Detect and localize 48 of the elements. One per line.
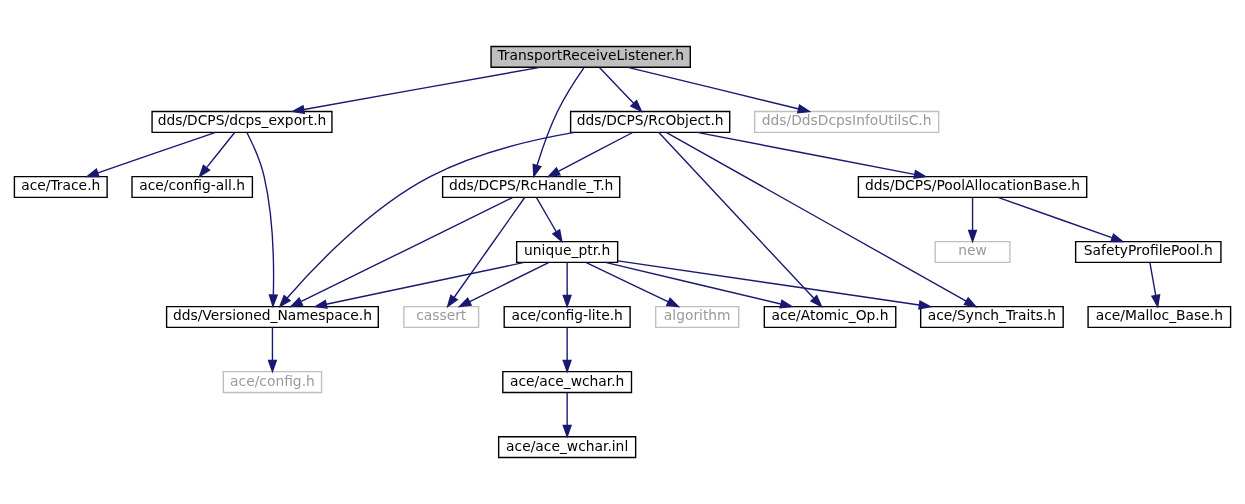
arrow bbox=[457, 261, 550, 308]
arrow bbox=[85, 131, 217, 178]
arrow bbox=[585, 261, 681, 308]
node-box: ace/Synch_Traits.h bbox=[919, 305, 1064, 329]
arrow bbox=[532, 66, 585, 179]
arrow bbox=[278, 131, 576, 309]
node-box: dds/DCPS/dcps_export.h bbox=[151, 110, 333, 133]
arrow bbox=[665, 131, 978, 308]
node-box: ace/config-lite.h bbox=[503, 305, 631, 329]
arrow bbox=[1149, 261, 1161, 309]
arrow bbox=[562, 326, 572, 374]
arrow bbox=[598, 66, 643, 113]
arrow bbox=[446, 196, 526, 309]
arrow bbox=[617, 260, 933, 310]
node-box: unique_ptr.h bbox=[515, 240, 619, 264]
node-box: dds/DdsDcpsInfoUtilsC.h bbox=[753, 110, 940, 133]
node-box: algorithm bbox=[655, 305, 740, 329]
node-box: dds/DCPS/PoolAllocationBase.h bbox=[857, 175, 1088, 199]
arrow bbox=[696, 131, 928, 180]
arrow bbox=[267, 326, 278, 374]
node-box: cassert bbox=[403, 305, 480, 329]
arrow bbox=[658, 131, 823, 308]
arrow bbox=[562, 391, 572, 439]
node-box: SafetyProfilePool.h bbox=[1074, 240, 1222, 264]
node-box: new bbox=[934, 240, 1011, 264]
arrow bbox=[604, 261, 794, 309]
arrow bbox=[290, 66, 541, 115]
node-box: ace/Trace.h bbox=[13, 175, 108, 199]
node-box: ace/Atomic_Op.h bbox=[763, 305, 897, 329]
node-box: ace/Malloc_Base.h bbox=[1087, 305, 1232, 329]
node-box: TransportReceiveListener.h bbox=[490, 45, 691, 68]
arrow bbox=[627, 66, 812, 114]
arrow bbox=[535, 196, 563, 244]
node-box: ace/ace_wchar.inl bbox=[498, 436, 637, 459]
arrow bbox=[562, 261, 572, 309]
node-box: dds/DCPS/RcHandle_T.h bbox=[441, 175, 621, 199]
arrow bbox=[246, 131, 279, 309]
arrow bbox=[997, 196, 1125, 243]
node-box: ace/config.h bbox=[222, 371, 323, 394]
arrow bbox=[546, 131, 634, 178]
arrow bbox=[313, 261, 525, 309]
arrow bbox=[967, 196, 978, 244]
node-box: dds/DCPS/RcObject.h bbox=[569, 110, 731, 133]
arrow bbox=[198, 131, 236, 178]
node-box: dds/Versioned_Namespace.h bbox=[165, 305, 379, 329]
arrow bbox=[289, 196, 514, 308]
node-box: ace/config-all.h bbox=[131, 175, 254, 199]
node-box: ace/ace_wchar.h bbox=[502, 371, 633, 394]
